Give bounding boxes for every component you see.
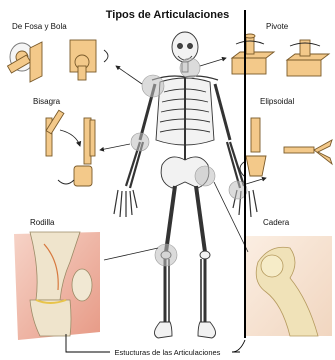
shoulder-highlight	[142, 75, 164, 97]
ball-socket-illustration	[7, 40, 108, 82]
hinge-illustration	[46, 110, 95, 186]
label-knee: Rodilla	[30, 218, 54, 227]
ellipsoid-illustration	[240, 118, 332, 176]
knee-highlight	[155, 244, 177, 266]
page-title: Tipos de Articulaciones	[0, 9, 335, 21]
label-pivot: Pivote	[266, 22, 288, 31]
neck-highlight	[180, 58, 200, 78]
pivot-illustration	[232, 34, 329, 76]
label-hinge: Bisagra	[33, 97, 60, 106]
hip-highlight	[195, 166, 215, 186]
knee-image	[14, 232, 100, 340]
label-ellipsoid: Elipsoidal	[260, 97, 294, 106]
hip-image	[246, 236, 332, 336]
elbow-highlight	[131, 133, 149, 151]
caption: Estucturas de las Articulaciones	[0, 348, 335, 357]
label-hip: Cadera	[263, 218, 289, 227]
label-ball-socket: De Fosa y Bola	[12, 22, 67, 31]
